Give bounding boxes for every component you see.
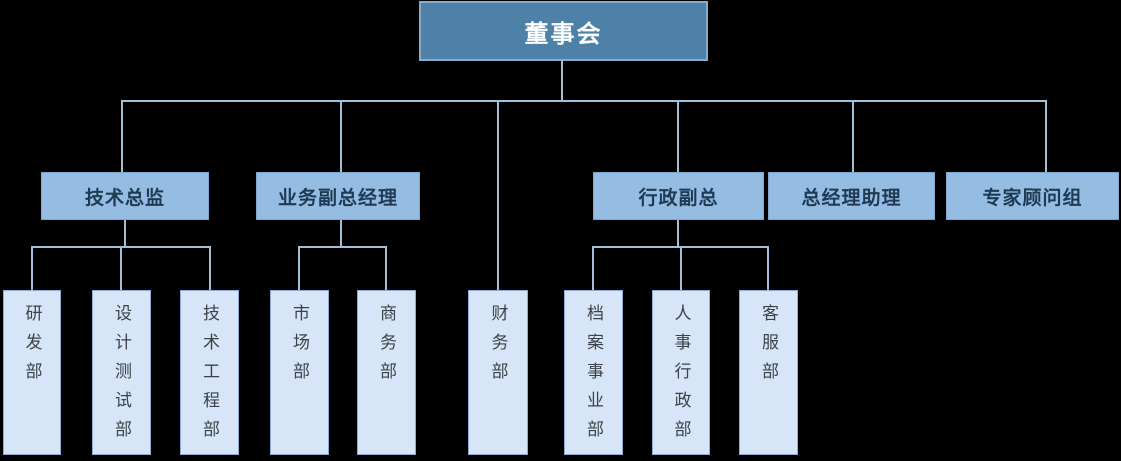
connector-root-stem: [561, 61, 563, 101]
org-node-expert-advisors-label: 专家顾问组: [982, 187, 1083, 209]
connector-drop-marketing: [298, 246, 300, 290]
org-node-tech-director[interactable]: 技术总监: [41, 172, 209, 220]
org-node-design-test-dept[interactable]: 设计测试部: [92, 290, 151, 455]
connector-drop-expert: [1045, 100, 1047, 172]
org-node-gm-assistant[interactable]: 总经理助理: [768, 172, 935, 220]
org-node-business-deputy-label: 业务副总经理: [277, 187, 398, 209]
connector-drop-commerce: [385, 246, 387, 290]
org-node-business-deputy[interactable]: 业务副总经理: [256, 172, 420, 220]
org-node-design-test-dept-label: 设计测试部: [112, 304, 131, 449]
org-node-archives-dept[interactable]: 档案事业部: [564, 290, 623, 455]
org-node-marketing-dept[interactable]: 市场部: [270, 290, 329, 455]
connector-drop-design-test: [120, 246, 122, 290]
org-node-commerce-dept-label: 商务部: [377, 304, 396, 391]
org-node-admin-deputy[interactable]: 行政副总: [593, 172, 764, 220]
connector-level1-bus: [121, 100, 1047, 102]
connector-drop-assistant: [852, 100, 854, 172]
connector-tech-stem: [124, 220, 126, 246]
org-node-tech-director-label: 技术总监: [84, 187, 165, 209]
org-node-engineering-dept-label: 技术工程部: [200, 304, 219, 449]
org-node-service-dept[interactable]: 客服部: [739, 290, 798, 455]
connector-drop-hr: [680, 246, 682, 290]
connector-business-bus: [298, 246, 387, 248]
org-node-archives-dept-label: 档案事业部: [584, 304, 603, 449]
org-node-hr-admin-dept-label: 人事行政部: [671, 304, 691, 449]
org-node-commerce-dept[interactable]: 商务部: [357, 290, 416, 455]
org-node-board-label: 董事会: [524, 20, 603, 48]
connector-drop-service: [767, 246, 769, 290]
org-node-admin-deputy-label: 行政副总: [638, 187, 719, 209]
org-node-rnd-dept-label: 研发部: [22, 304, 42, 391]
org-node-engineering-dept[interactable]: 技术工程部: [180, 290, 239, 455]
connector-drop-tech: [121, 100, 123, 172]
connector-drop-archives: [592, 246, 594, 290]
org-node-gm-assistant-label: 总经理助理: [801, 187, 902, 209]
org-node-marketing-dept-label: 市场部: [290, 304, 309, 391]
connector-business-stem: [340, 220, 342, 246]
connector-drop-business: [340, 100, 342, 172]
connector-admin-stem: [677, 220, 679, 246]
org-node-rnd-dept[interactable]: 研发部: [3, 290, 61, 455]
connector-drop-engineering: [209, 246, 211, 290]
org-node-finance-dept-label: 财务部: [488, 304, 508, 391]
org-node-service-dept-label: 客服部: [759, 304, 778, 391]
connector-drop-rnd: [31, 246, 33, 290]
connector-drop-finance: [497, 100, 499, 290]
org-node-board[interactable]: 董事会: [419, 1, 708, 61]
org-node-finance-dept[interactable]: 财务部: [468, 290, 528, 455]
connector-drop-admin: [677, 100, 679, 172]
org-node-expert-advisors[interactable]: 专家顾问组: [946, 172, 1119, 220]
org-node-hr-admin-dept[interactable]: 人事行政部: [652, 290, 710, 455]
